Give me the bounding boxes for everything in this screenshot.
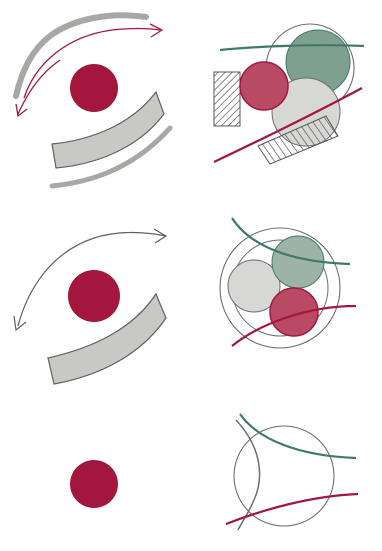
panel-row2-left	[14, 229, 166, 384]
green-curve	[240, 414, 356, 458]
crimson-circle	[240, 62, 288, 110]
panel-row1-right	[214, 24, 364, 164]
crimson-dot	[68, 270, 120, 322]
panel-row2-right	[220, 218, 356, 348]
panel-row3-right	[226, 414, 358, 530]
crimson-circle	[270, 288, 318, 336]
crimson-dot	[70, 64, 118, 112]
panel-row1-left	[16, 15, 170, 186]
hatched-block-left	[214, 72, 240, 126]
arrowhead-right-icon	[150, 24, 162, 37]
panel-row3-left	[70, 460, 118, 508]
crimson-dot	[70, 460, 118, 508]
